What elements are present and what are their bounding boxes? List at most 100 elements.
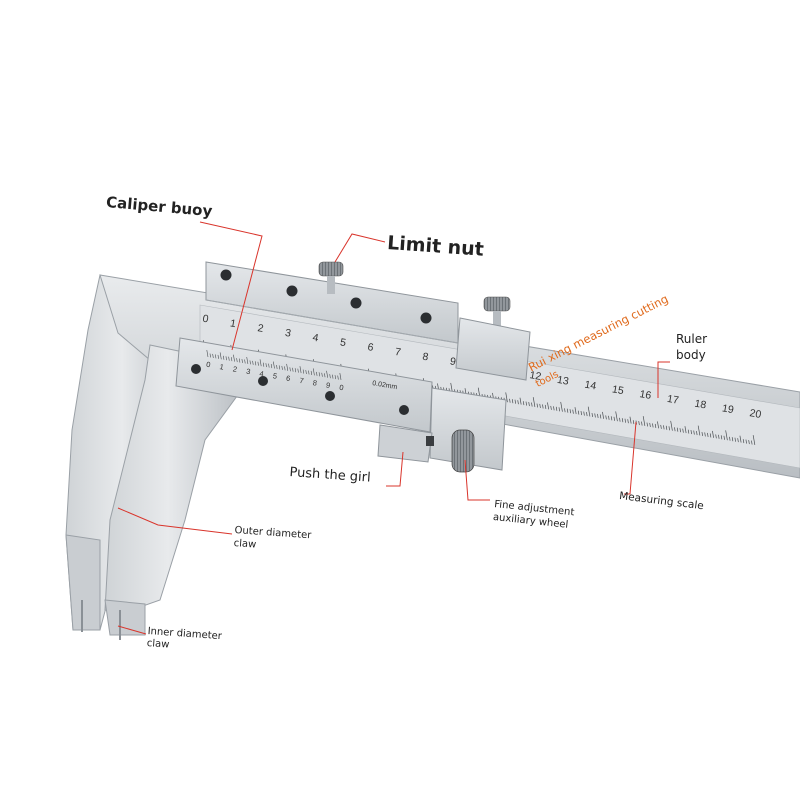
main-scale-tick (657, 421, 659, 429)
main-scale-tick (572, 409, 574, 414)
main-scale-tick (731, 437, 734, 442)
main-scale-tick (697, 425, 701, 436)
main-scale-number: 20 (749, 407, 763, 421)
vernier-scale-tick (262, 362, 265, 367)
vernier-scale-tick (246, 356, 249, 364)
vernier-scale-tick (254, 361, 257, 366)
vernier-scale-tick (219, 352, 222, 360)
vernier-scale-tick (284, 366, 286, 371)
main-scale-tick (696, 431, 698, 436)
main-scale-tick (720, 435, 723, 440)
main-scale-tick (505, 392, 508, 403)
vernier-scale-number: 5 (272, 371, 278, 381)
vernier-scale-tick (294, 368, 297, 373)
vernier-scale-number: 9 (325, 380, 331, 390)
main-scale-tick (613, 416, 615, 421)
vernier-scale-tick (212, 353, 214, 358)
main-scale-tick (668, 426, 670, 431)
main-scale-tick (665, 425, 668, 430)
main-scale-tick (734, 437, 736, 442)
leader-push-the-girl (386, 451, 404, 487)
vernier-scale-tick (241, 358, 243, 364)
main-scale-number: 12 (529, 369, 543, 383)
vernier-scale-tick (292, 367, 294, 372)
main-scale-tick (577, 410, 580, 415)
leader-fine-adjustment (464, 459, 490, 501)
label-outer-diameter-claw: Outer diameter claw (233, 524, 312, 551)
main-scale-tick (509, 398, 511, 403)
vernier-scale-tick (339, 373, 342, 381)
main-scale-tick (560, 401, 563, 412)
main-scale-tick (674, 427, 676, 432)
main-scale-tick (723, 435, 725, 440)
vernier-scale-tick (257, 361, 259, 366)
main-scale-tick (531, 402, 533, 407)
vernier-scale-tick (273, 361, 275, 369)
main-scale-tick (514, 399, 517, 404)
vernier-scale-number: 0 (339, 383, 345, 393)
main-scale-number: 7 (394, 346, 402, 359)
vernier-scale-tick (236, 358, 238, 363)
vernier-scale-tick (329, 374, 331, 379)
vernier-scale-tick (278, 365, 281, 370)
main-scale-tick (619, 417, 621, 422)
main-scale-tick (718, 434, 720, 439)
fine-adjustment-block (377, 387, 507, 473)
main-scale-tick (646, 422, 648, 427)
main-scale-tick (676, 427, 679, 432)
vernier-scale-tick (259, 359, 262, 367)
main-scale-tick (574, 407, 577, 415)
main-scale-number: 6 (367, 341, 375, 354)
main-scale-tick (693, 430, 695, 435)
main-scale-number: 13 (556, 374, 570, 388)
main-scale-tick (591, 412, 593, 418)
vernier-scale-tick (297, 368, 299, 373)
vernier-scale-tick (209, 353, 211, 358)
vernier-scale-tick (249, 360, 251, 365)
vernier-scale-tick (217, 354, 219, 359)
main-scale-tick (649, 422, 651, 427)
vernier-scale-tick (332, 374, 334, 379)
main-scale-tick (605, 415, 607, 420)
main-scale-tick (621, 418, 624, 423)
main-scale-tick (547, 402, 550, 410)
main-scale-tick (569, 409, 572, 414)
main-scale-tick (679, 428, 681, 433)
leader-lines (117, 221, 670, 635)
leader-limit-nut (334, 233, 386, 263)
main-scale-tick (599, 414, 602, 419)
main-scale-tick (690, 430, 692, 435)
main-scale-tick (536, 403, 539, 408)
leader-measuring-scale (624, 421, 637, 495)
main-scale-tick (739, 435, 742, 443)
main-scale-tick (532, 397, 536, 408)
main-scale-tick (519, 397, 522, 405)
vernier-scale-tick (233, 354, 235, 362)
vernier-scale-tick (265, 363, 267, 368)
main-scale-number: 16 (639, 388, 653, 402)
main-scale-tick (682, 428, 684, 433)
vernier-scale-tick (308, 370, 310, 375)
main-scale-tick (602, 411, 604, 419)
main-scale-tick (654, 423, 657, 428)
vernier-scale-tick (310, 370, 313, 375)
main-scale-tick (550, 405, 552, 410)
vernier-scale-tick (225, 356, 227, 361)
main-scale-tick (597, 413, 599, 418)
main-scale-tick (566, 408, 569, 413)
leader-caliper-buoy (199, 221, 263, 351)
main-scale-tick (684, 426, 687, 434)
main-scale-tick (624, 418, 626, 423)
main-scale-tick (564, 408, 566, 413)
main-scale-tick (511, 399, 514, 404)
main-scale-tick (745, 439, 747, 444)
leader-outer-claw (117, 507, 233, 535)
vernier-scale-number: 4 (259, 369, 265, 379)
vernier-scale-number: 3 (246, 367, 252, 377)
vernier-scale-tick (312, 368, 315, 376)
main-scale-tick (742, 439, 745, 444)
vernier-scale-number: 8 (312, 378, 318, 388)
main-scale-number: 0 (202, 313, 210, 326)
main-scale-number: 15 (611, 383, 625, 397)
